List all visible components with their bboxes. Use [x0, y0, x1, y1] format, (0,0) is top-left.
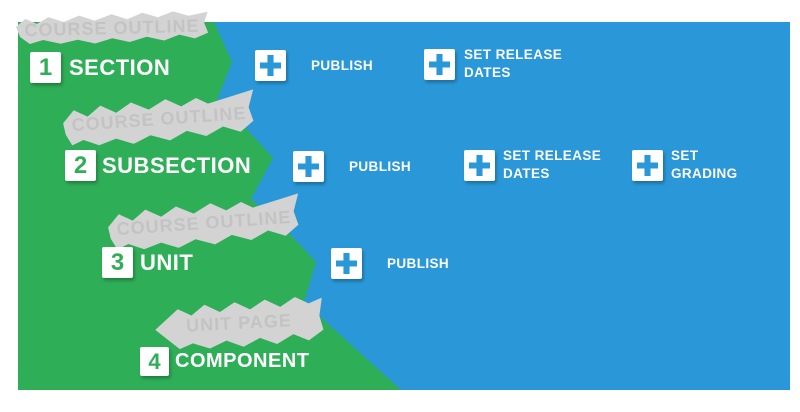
step-number: 1: [38, 53, 53, 81]
ghost-caption-text: UNIT PAGE: [185, 309, 293, 336]
row-label-component: COMPONENT: [175, 350, 310, 372]
step-number: 2: [73, 151, 88, 179]
plus-icon: [637, 155, 658, 176]
step-number-badge-4: 4: [140, 347, 169, 376]
plus-icon: [298, 156, 319, 177]
row-label-section: SECTION: [69, 54, 171, 80]
set-grading-button-subsection: [632, 150, 663, 181]
step-number: 3: [110, 248, 125, 276]
action-label-publish: PUBLISH: [349, 158, 412, 174]
publish-button-unit: [331, 248, 362, 279]
plus-icon: [336, 253, 357, 274]
step-number-badge-1: 1: [30, 52, 61, 83]
action-label-set-release-dates: SET RELEASE DATES: [464, 47, 563, 80]
row-label-subsection: SUBSECTION: [102, 152, 252, 178]
step-number-badge-3: 3: [102, 247, 133, 278]
set-release-dates-button-subsection: [464, 150, 495, 181]
step-number-badge-2: 2: [65, 150, 96, 181]
action-label-set-release-dates: SET RELEASE DATES: [503, 148, 602, 181]
publish-button-subsection: [293, 151, 324, 182]
publish-button-section: [255, 50, 286, 81]
action-label-publish: PUBLISH: [387, 255, 450, 271]
plus-icon: [429, 54, 450, 75]
action-label-set-grading: SET GRADING: [671, 148, 738, 181]
row-label-unit: UNIT: [140, 249, 194, 275]
plus-icon: [260, 55, 281, 76]
plus-icon: [469, 155, 490, 176]
step-number: 4: [148, 348, 161, 374]
set-release-dates-button-section: [424, 49, 455, 80]
action-label-publish: PUBLISH: [311, 57, 374, 73]
